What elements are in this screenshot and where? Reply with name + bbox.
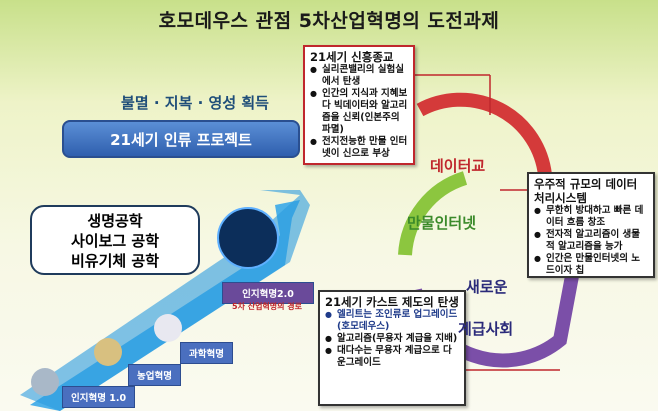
project-banner: 21세기 인류 프로젝트 [62, 120, 300, 158]
caste-box: 21세기 카스트 제도의 탄생 엘리트는 조인류로 업그레이드(호모데우스)알고… [318, 290, 466, 406]
list-item: 무한히 방대하고 빠른 데이터 흐름 창조 [534, 205, 648, 229]
list-item: 인간의 지식과 지혜보다 빅데이터와 알고리즘을 신뢰(인본주의 파멸) [310, 88, 408, 136]
list-item: 실리콘밸리의 실험실에서 탄생 [310, 64, 408, 88]
list-item: 알고리즘(무용자 계급을 지배) [325, 333, 459, 345]
list-item: 대다수는 무용자 계급으로 다운그레이드 [325, 345, 459, 369]
slide-title: 호모데우스 관점 5차산업혁명의 도전과제 [158, 10, 500, 32]
list-item: 엘리트는 조인류로 업그레이드(호모데우스) [325, 309, 459, 333]
step-agricultural: 농업혁명 [128, 364, 181, 386]
list-item: 인간은 만물인터넷의 노드이자 칩 [534, 253, 648, 277]
list-item: 전지전능한 만물 인터넷이 신으로 부상 [310, 136, 408, 160]
speech-bubble: 생명공학 사이보그 공학 비유기체 공학 [30, 205, 200, 275]
green-arc [398, 171, 468, 256]
new-class-label-1: 새로운 [466, 278, 508, 296]
dataism-label: 데이터교 [430, 157, 486, 175]
iot-label: 만물인터넷 [407, 214, 477, 232]
caste-title: 21세기 카스트 제도의 탄생 [325, 295, 459, 309]
data-system-title: 우주적 규모의 데이터 처리시스템 [534, 177, 638, 205]
new-class-label-2: 계급사회 [458, 320, 514, 338]
agriculture-icon [94, 338, 122, 366]
slogan: 불멸 · 지복 · 영성 획득 [121, 94, 269, 112]
step-cognitive-2: 인지혁명2.0 [222, 282, 314, 304]
data-system-box: 우주적 규모의 데이터 처리시스템 무한히 방대하고 빠른 데이터 흐름 창조전… [527, 172, 655, 278]
bubble-line: 사이보그 공학 [70, 232, 160, 250]
bubble-line: 생명공학 [87, 212, 143, 230]
step-cognitive-1: 인지혁명 1.0 [62, 386, 136, 408]
science-icon [154, 314, 182, 342]
religion-title: 21세기 신흥종교 [310, 50, 394, 64]
bubble-line: 비유기체 공학 [70, 252, 160, 270]
red-arc [416, 92, 552, 176]
path-label: 5차 산업혁명의 경로 [232, 302, 303, 311]
list-item: 전자적 알고리즘이 생물적 알고리즘을 능가 [534, 229, 648, 253]
brain-globe [217, 207, 279, 269]
head-icon [31, 368, 59, 396]
religion-box: 21세기 신흥종교 실리콘밸리의 실험실에서 탄생인간의 지식과 지혜보다 빅데… [303, 45, 415, 165]
step-scientific: 과학혁명 [180, 342, 233, 364]
growth-arrow-band [20, 190, 310, 411]
